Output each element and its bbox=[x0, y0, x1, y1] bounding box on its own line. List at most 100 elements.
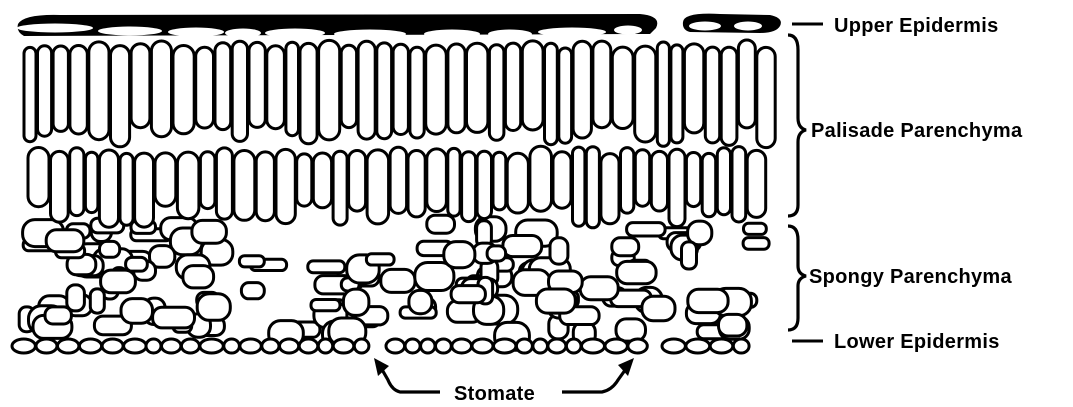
palisade-cell bbox=[135, 153, 154, 227]
lower-epidermis-cell bbox=[472, 339, 493, 353]
spongy-cell bbox=[381, 269, 415, 292]
left-arrowhead bbox=[374, 358, 389, 376]
palisade-cell bbox=[155, 153, 176, 206]
palisade-cell bbox=[234, 151, 255, 221]
palisade-cell bbox=[448, 148, 460, 216]
palisade-cell bbox=[120, 153, 133, 225]
palisade-cell bbox=[408, 151, 425, 217]
palisade-cell bbox=[377, 43, 392, 139]
lower-epidermis-cell bbox=[533, 339, 548, 353]
palisade-cell bbox=[705, 47, 719, 143]
lower-epidermis-cell bbox=[354, 339, 369, 353]
palisade-cell bbox=[467, 43, 488, 132]
lower-epidermis-cell bbox=[494, 339, 516, 353]
spongy-cell bbox=[616, 319, 646, 341]
lower-epidermis-cell bbox=[318, 339, 332, 353]
upper-epidermis-cell bbox=[17, 24, 93, 33]
palisade-cell bbox=[89, 42, 109, 140]
palisade-cell bbox=[489, 45, 504, 141]
upper-epidermis-cell bbox=[168, 28, 224, 37]
lower-epidermis-cell bbox=[124, 339, 147, 353]
spongy-cell bbox=[90, 289, 104, 313]
upper-epidermis-cell bbox=[225, 29, 261, 38]
spongy-cell bbox=[239, 256, 264, 267]
palisade-cell bbox=[319, 40, 340, 139]
palisade-cell bbox=[177, 152, 199, 219]
spongy-cell bbox=[46, 230, 84, 252]
lower-epidermis-cell bbox=[36, 339, 57, 353]
upper-epidermis-cell bbox=[265, 29, 325, 38]
lower-epidermis-cell bbox=[162, 339, 181, 353]
lower-epidermis-cell bbox=[280, 339, 299, 353]
palisade-cell bbox=[507, 153, 528, 213]
palisade-cell bbox=[341, 45, 356, 127]
upper-epidermis-cell bbox=[614, 26, 642, 35]
palisade-cell bbox=[232, 41, 247, 141]
palisade-cell bbox=[196, 47, 214, 128]
label-stomate: Stomate bbox=[454, 383, 535, 405]
palisade-cell bbox=[493, 152, 506, 210]
palisade-cell bbox=[410, 47, 424, 138]
palisade-cell bbox=[99, 150, 118, 227]
palisade-cell bbox=[530, 146, 552, 211]
palisade-cell bbox=[173, 46, 194, 134]
upper-epidermis-cell bbox=[98, 27, 162, 36]
stomate-arrow-left bbox=[380, 366, 440, 392]
spongy-bracket bbox=[788, 226, 806, 330]
spongy-cell bbox=[451, 286, 485, 303]
palisade-cell bbox=[721, 47, 737, 145]
palisade-cell bbox=[267, 46, 285, 129]
palisade-cell bbox=[215, 43, 231, 130]
palisade-cell bbox=[390, 147, 407, 213]
spongy-cell bbox=[67, 285, 85, 311]
palisade-cell bbox=[686, 153, 700, 207]
spongy-cell bbox=[719, 314, 747, 336]
spongy-cell bbox=[503, 236, 542, 257]
spongy-cell bbox=[580, 277, 618, 300]
lower-epidermis-cell bbox=[421, 339, 435, 353]
palisade-cell bbox=[553, 152, 571, 208]
upper-epidermis-cell bbox=[488, 30, 532, 39]
palisade-cell bbox=[367, 150, 389, 224]
palisade-cell bbox=[300, 43, 317, 143]
palisade-bracket bbox=[788, 35, 806, 216]
palisade-cell bbox=[28, 148, 49, 207]
palisade-cell bbox=[573, 41, 591, 138]
lower-epidermis-cells bbox=[12, 339, 749, 353]
lower-epidermis-cell bbox=[240, 339, 261, 353]
lower-epidermis-cell bbox=[224, 339, 240, 353]
upper-epidermis-cell bbox=[424, 30, 480, 39]
palisade-cell bbox=[286, 42, 299, 136]
palisade-cell bbox=[601, 154, 619, 224]
palisade-cell bbox=[349, 151, 366, 212]
palisade-cell bbox=[151, 41, 171, 137]
palisade-cell bbox=[586, 147, 599, 228]
palisade-cell bbox=[333, 151, 347, 225]
palisade-cell bbox=[477, 151, 491, 218]
spongy-cell bbox=[153, 307, 195, 328]
palisade-cell bbox=[38, 46, 52, 136]
stomate-arrow-right bbox=[562, 366, 628, 392]
lower-epidermis-cell bbox=[146, 339, 161, 353]
palisade-cell bbox=[276, 149, 295, 223]
palisade-cell bbox=[393, 44, 408, 134]
lower-epidermis-cell bbox=[605, 339, 627, 353]
spongy-cell bbox=[744, 223, 767, 234]
palisade-cell bbox=[651, 151, 667, 211]
lower-epidermis-cell bbox=[333, 339, 354, 353]
label-lower-epidermis: Lower Epidermis bbox=[834, 331, 1000, 353]
upper-epidermis bbox=[17, 14, 781, 39]
palisade-cell bbox=[702, 153, 716, 216]
upper-epidermis-cell bbox=[734, 22, 762, 31]
right-arrowhead bbox=[618, 358, 634, 376]
spongy-cell bbox=[126, 257, 148, 271]
palisade-cell bbox=[131, 44, 150, 128]
label-spongy-parenchyma: Spongy Parenchyma bbox=[809, 266, 1013, 288]
palisade-cell bbox=[757, 47, 775, 147]
spongy-cell bbox=[121, 299, 153, 324]
palisade-cell bbox=[635, 46, 656, 142]
palisade-cell bbox=[358, 41, 375, 139]
palisade-parenchyma-cells bbox=[24, 40, 775, 228]
lower-epidermis-cell bbox=[628, 339, 647, 353]
palisade-cell bbox=[738, 40, 755, 128]
